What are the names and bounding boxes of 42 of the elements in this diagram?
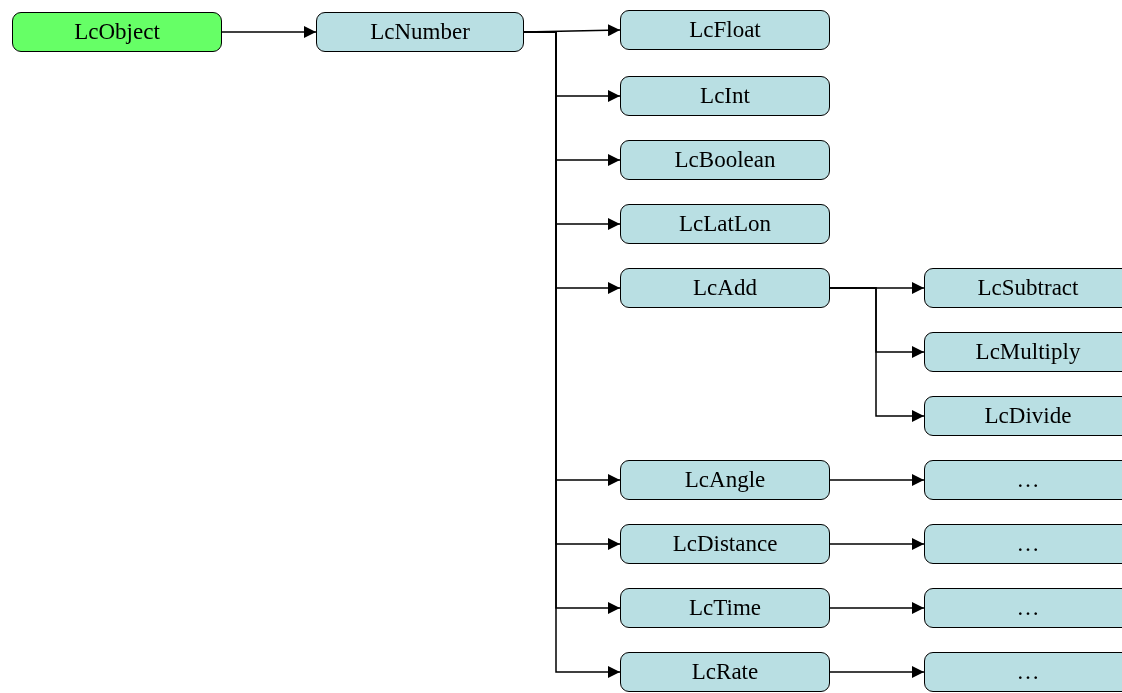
- arrow: [829, 538, 925, 550]
- class-name: LcSubtract: [977, 275, 1079, 301]
- class-box: [924, 588, 1122, 628]
- class-name: LcNumber: [370, 19, 470, 45]
- class-box: [620, 524, 830, 564]
- class-name: LcMultiply: [975, 339, 1081, 365]
- class-box: [924, 396, 1122, 436]
- class-box: [620, 10, 830, 50]
- class-name: …: [1016, 659, 1040, 685]
- class-name: LcDistance: [672, 531, 778, 557]
- arrow: [829, 666, 925, 678]
- class-name: LcBoolean: [674, 147, 776, 173]
- class-name: LcLatLon: [679, 211, 771, 237]
- class-box: [12, 12, 222, 52]
- class-box: [620, 76, 830, 116]
- class-box: [620, 204, 830, 244]
- arrow: [829, 474, 925, 486]
- class-name: LcObject: [74, 19, 160, 45]
- class-name: LcFloat: [689, 17, 761, 43]
- class-name: LcAdd: [693, 275, 757, 301]
- class-name: …: [1016, 595, 1040, 621]
- class-box: [316, 12, 524, 52]
- class-box: [924, 460, 1122, 500]
- class-name: …: [1016, 531, 1040, 557]
- class-box: [620, 268, 830, 308]
- class-name: LcAngle: [684, 467, 766, 493]
- class-name: …: [1016, 467, 1040, 493]
- class-name: LcInt: [700, 83, 750, 109]
- arrow: [221, 26, 317, 38]
- class-box: [620, 460, 830, 500]
- class-name: LcTime: [689, 595, 761, 621]
- class-box: [924, 652, 1122, 692]
- class-name: LcDivide: [984, 403, 1072, 429]
- class-name: LcRate: [691, 659, 759, 685]
- class-box: [924, 332, 1122, 372]
- class-box: [924, 524, 1122, 564]
- arrow: [829, 287, 925, 422]
- arrow: [829, 602, 925, 614]
- class-box: [924, 268, 1122, 308]
- class-box: [620, 588, 830, 628]
- class-box: [620, 140, 830, 180]
- class-box: [620, 652, 830, 692]
